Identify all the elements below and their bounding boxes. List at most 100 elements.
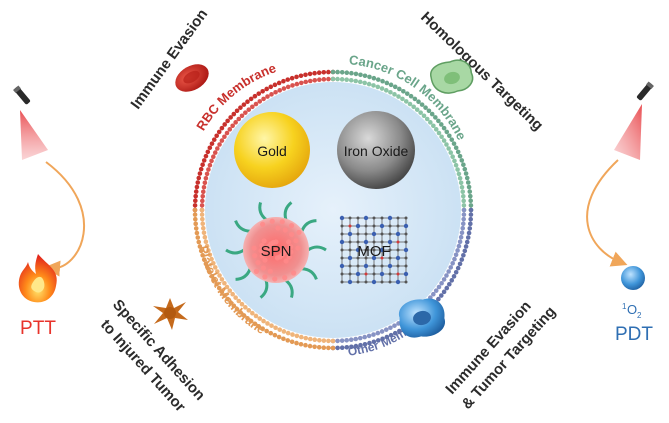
membrane-bead-platelet [243,305,248,310]
membrane-bead-platelet [307,343,313,349]
membrane-bead-rbc [215,146,220,151]
membrane-bead-platelet [201,230,207,236]
spn-dot [255,260,261,266]
membrane-bead-platelet [203,261,209,267]
oxygen-symbol: O [627,302,637,317]
membrane-bead-rbc [200,162,205,168]
mof-nanoparticle: MOF [339,215,409,285]
membrane-bead-other [448,265,454,270]
membrane-bead-platelet [193,226,199,231]
membrane-bead-cancer [441,138,447,143]
membrane-bead-platelet [326,338,331,344]
membrane-bead-other [358,342,363,348]
membrane-bead-rbc [303,72,308,78]
membrane-bead-platelet [224,284,230,290]
membrane-bead-cancer [461,162,466,168]
membrane-bead-platelet [307,336,313,342]
mof-node [372,264,376,268]
membrane-bead-rbc [307,71,313,77]
membrane-bead-cancer [412,96,418,102]
membrane-bead-cancer [439,134,444,140]
membrane-bead-other [461,207,467,213]
spn-ligand [283,201,293,220]
membrane-bead-rbc [219,125,225,131]
spn-dot [274,255,280,261]
membrane-bead-platelet [330,345,336,351]
membrane-bead-other [353,343,359,349]
flame-icon [18,254,57,303]
mof-node [404,216,408,220]
mof-node [363,215,369,221]
spn-dot [258,248,264,254]
mof-node [395,279,401,285]
membrane-bead-other [453,269,459,275]
membrane-bead-cancer [357,79,363,85]
membrane-bead-rbc [193,193,198,199]
membrane-bead-rbc [290,83,295,88]
membrane-bead-platelet [200,216,205,222]
membrane-bead-cancer [460,194,466,199]
membrane-bead-platelet [260,326,265,332]
membrane-bead-platelet [202,234,208,240]
membrane-bead-platelet [222,293,227,298]
mof-node [356,216,360,220]
mof-node [380,256,384,260]
membrane-bead-rbc [198,166,204,172]
mof-node [356,264,360,268]
membrane-bead-platelet [211,278,217,283]
membrane-bead-platelet [241,313,247,318]
membrane-bead-platelet [201,257,207,262]
membrane-bead-cancer [366,81,372,87]
spn-nanoparticle: SPN [225,201,327,299]
membrane-bead-cancer [459,184,465,190]
mof-node [372,216,376,220]
oxygen-superscript: 1 [622,302,627,311]
mof-node [339,215,345,221]
membrane-bead-platelet [196,239,202,245]
membrane-bead-rbc [193,198,198,204]
mof-node [380,232,384,236]
membrane-bead-rbc [256,91,262,96]
membrane-bead-other [449,278,455,283]
mof-node [339,263,345,269]
membrane-bead-cancer [464,175,470,181]
membrane-bead-platelet [299,334,304,340]
membrane-bead-rbc [196,175,202,181]
mof-node [340,280,344,284]
membrane-bead-cancer [383,88,389,93]
membrane-bead-platelet [289,339,295,345]
spn-dot [260,221,266,227]
membrane-bead-other [461,212,467,217]
mof-node [404,264,408,268]
membrane-bead-cancer [339,70,345,75]
membrane-bead-other [451,274,457,279]
left-arrow [44,161,86,277]
mof-node [388,232,392,236]
gold-label: Gold [257,143,287,159]
membrane-bead-cancer [379,86,385,91]
membrane-bead-other [384,334,390,340]
membrane-bead-platelet [303,335,309,341]
membrane-bead-other [388,332,394,338]
membrane-bead-cancer [433,115,438,120]
membrane-bead-platelet [261,318,266,324]
membrane-bead-other [459,257,465,262]
membrane-bead-other [461,252,466,258]
membrane-bead-other [339,338,345,343]
membrane-bead-cancer [396,94,401,99]
mof-node [363,239,369,245]
membrane-bead-other [467,226,473,231]
membrane-bead-other [457,261,463,267]
mof-node [348,264,352,268]
membrane-bead-rbc [211,137,217,142]
mof-node [387,263,393,269]
membrane-bead-cancer [444,142,449,147]
mof-node [379,271,385,277]
membrane-bead-platelet [316,345,322,350]
spn-dot [286,239,292,245]
membrane-bead-other [468,207,474,213]
spn-dot [253,268,260,274]
mof-node [396,240,400,244]
membrane-bead-rbc [289,75,295,81]
membrane-bead-other [392,330,398,336]
